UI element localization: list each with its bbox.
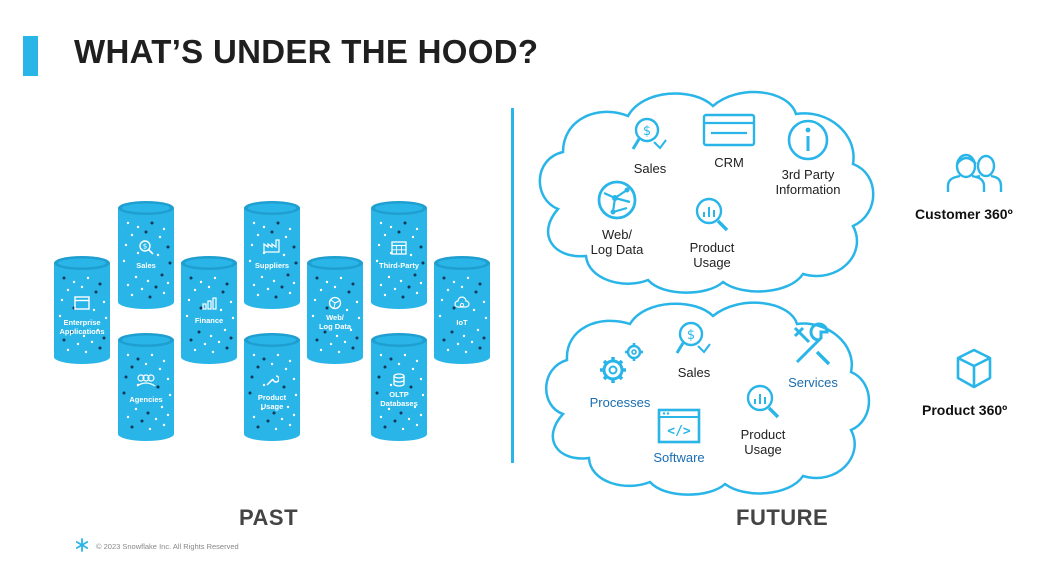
cylinder-suppliers: Suppliers (244, 201, 300, 309)
cylinder-finance: Finance (181, 256, 237, 364)
money-search-icon: $ (118, 239, 174, 257)
customer-360-label: Customer 360º (915, 206, 1013, 222)
cylinder-iot: IoT (434, 256, 490, 364)
tools-icon (793, 322, 831, 366)
cylinder-label: IoT (456, 318, 468, 327)
cloud-label: CRM (714, 155, 744, 170)
cylinder-enterprise-applications: Enterprise Applications (54, 256, 110, 364)
info-icon (787, 119, 829, 161)
cloud-label: Web/ Log Data (590, 227, 644, 257)
money-search-icon: $ (631, 117, 667, 150)
product-cloud-software: </> Software (646, 407, 712, 465)
cylinder-product-usage: Product Usage (244, 333, 300, 441)
code-window-icon: </> (657, 408, 701, 444)
product-360-label: Product 360º (922, 402, 1008, 418)
people-group-icon (118, 373, 174, 389)
cylinder-label: Finance (194, 316, 224, 325)
customer-cloud-product-usage: Product Usage (680, 195, 744, 270)
cylinder-agencies: Agencies (118, 333, 174, 441)
cylinder-sales: $ Sales (118, 201, 174, 309)
browser-window-icon (702, 113, 756, 147)
product-cloud-product-usage: Product Usage (731, 382, 795, 457)
product-cloud-processes: Processes (581, 340, 659, 410)
cylinder-label: Product Usage (257, 393, 287, 411)
footer-copyright: © 2023 Snowflake Inc. All Rights Reserve… (96, 542, 239, 551)
past-label: PAST (239, 505, 299, 530)
page-title: WHAT’S UNDER THE HOOD? (74, 33, 539, 70)
snowflake-logo-icon (75, 538, 89, 552)
product-cloud-sales: $ Sales (664, 320, 724, 380)
cloud-gear-icon (434, 296, 490, 312)
customer-cloud-crm: CRM (697, 112, 761, 170)
cylinder-label: Web/ Log Data (318, 313, 352, 331)
database-icon (371, 373, 427, 389)
cylinder-label: Agencies (129, 395, 163, 404)
people-icon (946, 153, 1003, 192)
gears-icon (600, 343, 643, 383)
svg-text:$: $ (143, 243, 147, 251)
calendar-grid-icon (371, 241, 427, 257)
svg-text:$: $ (687, 328, 695, 343)
customer-cloud-sales: $ Sales (620, 116, 680, 176)
cylinder-label: Sales (136, 261, 156, 270)
svg-text:$: $ (643, 124, 651, 139)
customer-cloud-web-log-data: Web/ Log Data (583, 178, 651, 257)
cloud-label: Sales (677, 365, 711, 380)
cloud-label: Processes (589, 395, 651, 410)
customer-cloud-3rd-party: 3rd Party Information (766, 118, 850, 197)
factory-icon (244, 239, 300, 255)
chart-search-icon (746, 384, 780, 419)
wrench-icon (244, 373, 300, 389)
past-future-divider (511, 108, 514, 463)
product-cloud-services: Services (780, 322, 846, 390)
bar-chart-icon (181, 296, 237, 312)
globe-icon (307, 296, 363, 312)
cylinder-web-log-data: Web/ Log Data (307, 256, 363, 364)
window-icon (54, 296, 110, 312)
cylinder-third-party: Third-Party (371, 201, 427, 309)
cylinder-label: OLTP Databases (380, 390, 418, 408)
cylinder-label: Third-Party (378, 261, 419, 270)
cylinder-oltp-databases: OLTP Databases (371, 333, 427, 441)
cylinder-label: Enterprise Applications (59, 318, 105, 336)
cube-icon (956, 348, 992, 389)
future-label: FUTURE (736, 505, 829, 530)
cloud-label: Sales (633, 161, 667, 176)
cloud-label: Product Usage (740, 427, 786, 457)
svg-text:</>: </> (667, 424, 691, 439)
cloud-label: Services (788, 375, 838, 390)
cloud-label: Software (653, 450, 705, 465)
cloud-label: 3rd Party Information (775, 167, 841, 197)
chart-search-icon (695, 197, 729, 232)
title-accent-bar (23, 36, 38, 76)
money-search-icon: $ (675, 321, 711, 354)
cloud-label: Product Usage (689, 240, 735, 270)
cylinder-label: Suppliers (254, 261, 290, 270)
globe-network-icon (597, 180, 637, 220)
